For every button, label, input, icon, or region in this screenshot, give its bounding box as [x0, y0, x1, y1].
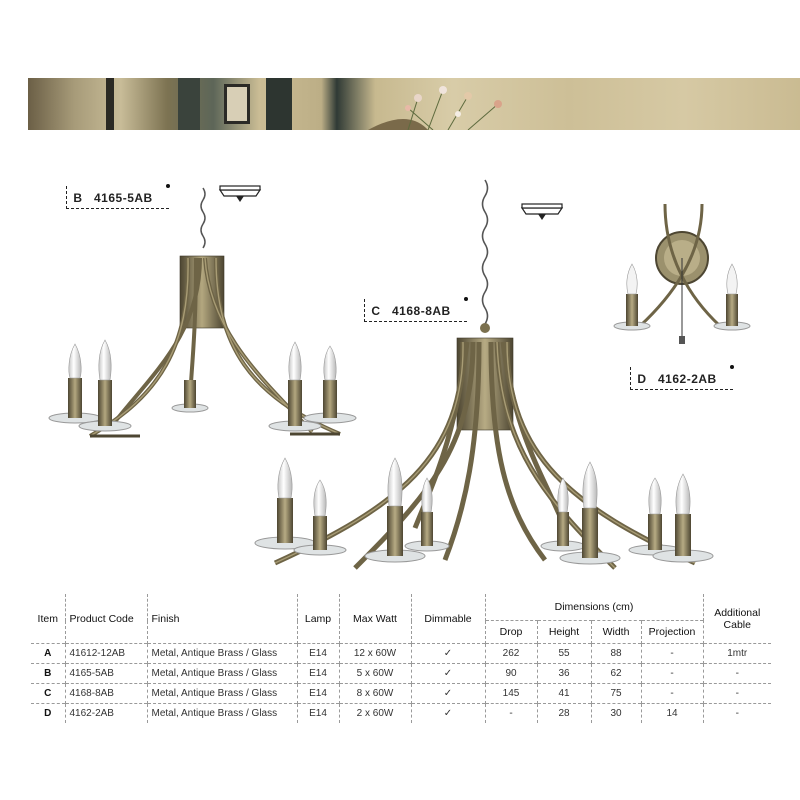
header-finish: Finish [146, 594, 297, 644]
cell-lamp: E14 [296, 663, 339, 684]
cell-code: 4165-5AB [64, 663, 147, 684]
cell-lamp: E14 [296, 683, 339, 704]
cell-item: D [31, 703, 65, 723]
banner-door [178, 78, 200, 130]
cell-watt: 8 x 60W [338, 683, 411, 704]
header-drop: Drop [484, 620, 537, 644]
cell-height: 36 [536, 663, 591, 684]
header-product-code: Product Code [64, 594, 147, 644]
header-item: Item [37, 612, 58, 625]
cell-dimmable: ✓ [410, 683, 485, 704]
chandelier-4165-5ab-image [48, 187, 357, 438]
cell-cable: - [702, 683, 771, 704]
header-width: Width [590, 620, 641, 644]
cell-watt: 5 x 60W [338, 663, 411, 684]
header-dimmable: Dimmable [410, 594, 485, 644]
cell-lamp: E14 [296, 643, 339, 664]
banner-door-frame [106, 78, 114, 130]
header-lamp: Lamp [296, 594, 339, 644]
label-d-code: 4162-2AB [658, 372, 717, 386]
specification-table: Item Product Code Finish Lamp Max Watt D… [31, 594, 771, 723]
cell-height: 55 [536, 643, 591, 664]
table-row: C 4168-8AB Metal, Antique Brass / Glass … [31, 683, 771, 704]
table-row: A 41612-12AB Metal, Antique Brass / Glas… [31, 643, 771, 664]
cell-item: A [31, 643, 65, 664]
header-max-watt: Max Watt [338, 594, 411, 644]
cell-watt: 2 x 60W [338, 703, 411, 723]
cell-projection: - [640, 683, 703, 704]
cell-dimmable: ✓ [410, 663, 485, 684]
cell-drop: 262 [484, 643, 537, 664]
cell-finish: Metal, Antique Brass / Glass [146, 683, 297, 704]
cell-item: C [31, 683, 65, 704]
banner-wall-frame [224, 84, 250, 124]
ceiling-plate-icon [520, 203, 564, 220]
cell-projection: 14 [640, 703, 703, 723]
label-dot [730, 365, 734, 369]
cell-projection: - [640, 663, 703, 684]
cell-watt: 12 x 60W [338, 643, 411, 664]
cell-width: 62 [590, 663, 641, 684]
cell-width: 88 [590, 643, 641, 664]
cell-width: 75 [590, 683, 641, 704]
cell-code: 4168-8AB [64, 683, 147, 704]
cell-finish: Metal, Antique Brass / Glass [146, 703, 297, 723]
label-box-d [630, 367, 733, 390]
cell-dimmable: ✓ [410, 643, 485, 664]
label-b-letter: B [73, 191, 83, 205]
banner-door [266, 78, 292, 130]
header-height: Height [536, 620, 591, 644]
cell-code: 41612-12AB [64, 643, 147, 664]
cell-lamp: E14 [296, 703, 339, 723]
cell-cable: - [702, 703, 771, 723]
label-box-c [364, 299, 467, 322]
label-dot [166, 184, 170, 188]
chandelier-4168-8ab-image [254, 179, 714, 570]
label-d-letter: D [637, 372, 647, 386]
cell-code: 4162-2AB [64, 703, 147, 723]
label-b: B 4165-5AB [70, 188, 163, 208]
table-row: D 4162-2AB Metal, Antique Brass / Glass … [31, 703, 771, 723]
label-c-code: 4168-8AB [392, 304, 451, 318]
cell-finish: Metal, Antique Brass / Glass [146, 643, 297, 664]
label-c: C 4168-8AB [368, 301, 461, 321]
banner-flowers [368, 86, 502, 130]
table-row: B 4165-5AB Metal, Antique Brass / Glass … [31, 663, 771, 684]
header-projection: Projection [640, 620, 703, 644]
cell-height: 41 [536, 683, 591, 704]
label-d: D 4162-2AB [634, 369, 727, 389]
cell-width: 30 [590, 703, 641, 723]
header-additional-cable: Additional Cable [702, 594, 771, 644]
cell-dimmable: ✓ [410, 703, 485, 723]
label-box-b [66, 186, 169, 209]
cell-drop: 145 [484, 683, 537, 704]
cell-cable: - [702, 663, 771, 684]
cell-projection: - [640, 643, 703, 664]
cell-drop: 90 [484, 663, 537, 684]
cell-cable: 1mtr [702, 643, 771, 664]
wall-light-4162-2ab-image [613, 203, 751, 344]
cell-height: 28 [536, 703, 591, 723]
header-dimensions: Dimensions (cm) [484, 594, 703, 621]
interior-banner-photo [28, 78, 800, 130]
label-c-letter: C [371, 304, 381, 318]
cell-drop: - [484, 703, 537, 723]
label-b-code: 4165-5AB [94, 191, 153, 205]
label-dot [464, 297, 468, 301]
cell-item: B [31, 663, 65, 684]
ceiling-plate-icon [218, 185, 262, 202]
cell-finish: Metal, Antique Brass / Glass [146, 663, 297, 684]
